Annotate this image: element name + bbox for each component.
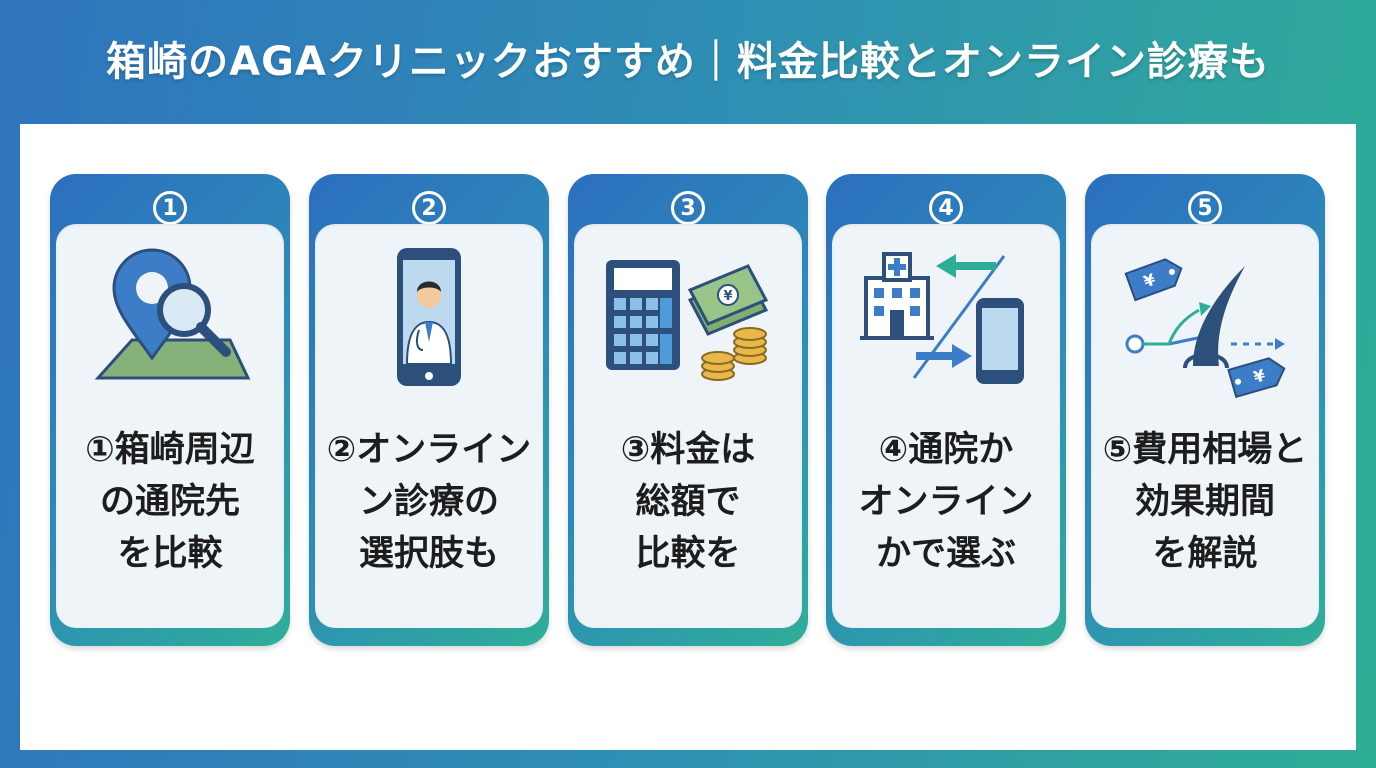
step-card-inner-2: ②オンライン ン診療の 選択肢も <box>315 224 543 628</box>
step-card-inner-1: ①箱崎周辺 の通院先 を比較 <box>56 224 284 628</box>
step-number-4: 4 <box>929 191 963 225</box>
step-label-4: ④通院か オンライン かで選ぶ <box>858 430 1034 574</box>
step-card-2: 2 ②オンライン ン診療の 選択肢も <box>309 174 549 646</box>
step-label-5: ⑤費用相場と 効果期間 を解説 <box>1102 430 1308 574</box>
page-title: 箱崎のAGAクリニックおすすめ｜料金比較とオンライン診療も <box>106 39 1270 85</box>
step-number-1: 1 <box>153 191 187 225</box>
step-card-3: 3 ¥ <box>568 174 808 646</box>
hair-price-tag-icon: ¥ ¥ <box>1124 258 1286 398</box>
hospital-or-phone-icon <box>860 252 1024 384</box>
step-card-inner-3: ¥ ③料金は 総額で 比較を <box>574 224 802 628</box>
step-card-5: 5 ¥ ¥ <box>1085 174 1325 646</box>
step-card-inner-5: ¥ ¥ ⑤費用相場と 効果期間 を解説 <box>1091 224 1319 628</box>
step-label-3: ③料金は 総額で 比較を <box>620 430 756 574</box>
step-number-2: 2 <box>412 191 446 225</box>
calculator-money-icon: ¥ <box>606 260 769 381</box>
content-panel: 1 ①箱崎周辺 の通院先 を比較 2 <box>20 124 1356 750</box>
yen-symbol-calc: ¥ <box>723 289 732 304</box>
step-card-1: 1 ①箱崎周辺 の通院先 を比較 <box>50 174 290 646</box>
step-label-1: ①箱崎周辺 の通院先 を比較 <box>85 430 255 574</box>
yen-symbol-tag-bottom: ¥ <box>1251 365 1267 386</box>
step-card-4: 4 ④通院か オンライン かで選ぶ <box>826 174 1066 646</box>
step-number-5: 5 <box>1188 191 1222 225</box>
step-number-3: 3 <box>671 191 705 225</box>
step-card-inner-4: ④通院か オンライン かで選ぶ <box>832 224 1060 628</box>
step-label-2: ②オンライン ン診療の 選択肢も <box>326 430 532 574</box>
map-pin-search-icon <box>94 248 251 380</box>
smartphone-doctor-icon <box>397 248 461 386</box>
